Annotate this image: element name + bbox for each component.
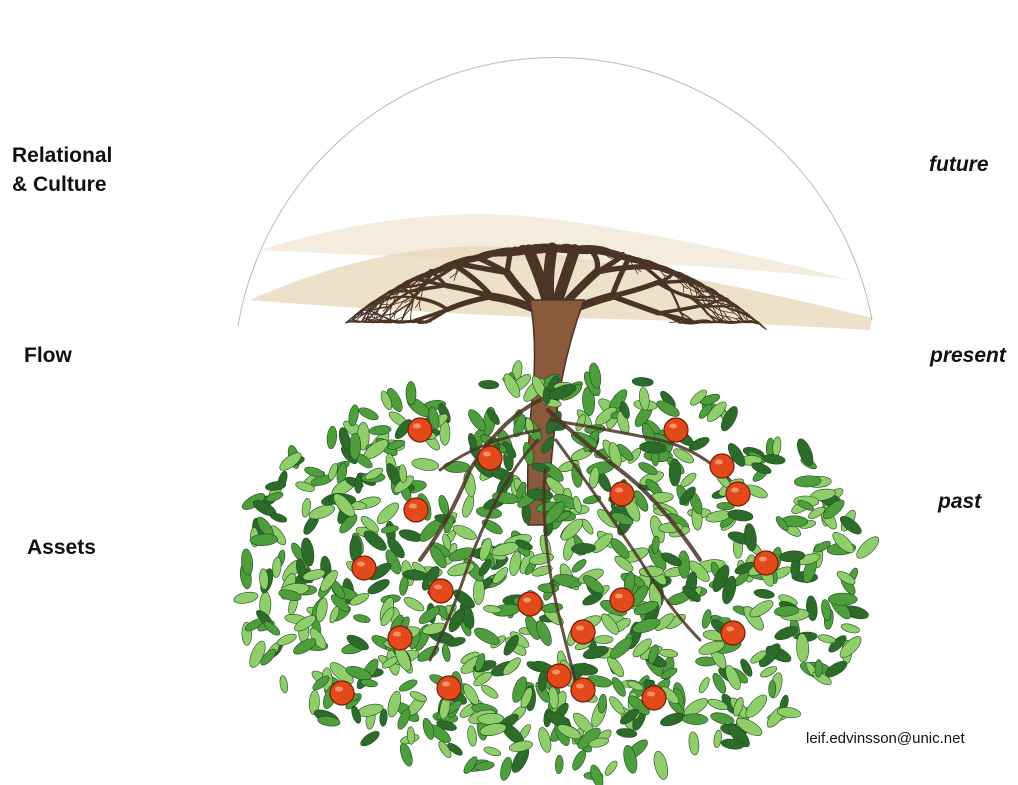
label-assets: Assets [27,533,96,562]
label-past: past [938,487,981,516]
label-relational-culture: Relational & Culture [12,141,112,199]
label-future: future [929,150,989,179]
root-foliage [233,360,882,785]
contact-email: leif.edvinsson@unic.net [806,730,965,747]
label-flow: Flow [24,341,72,370]
label-present: present [930,341,1006,370]
